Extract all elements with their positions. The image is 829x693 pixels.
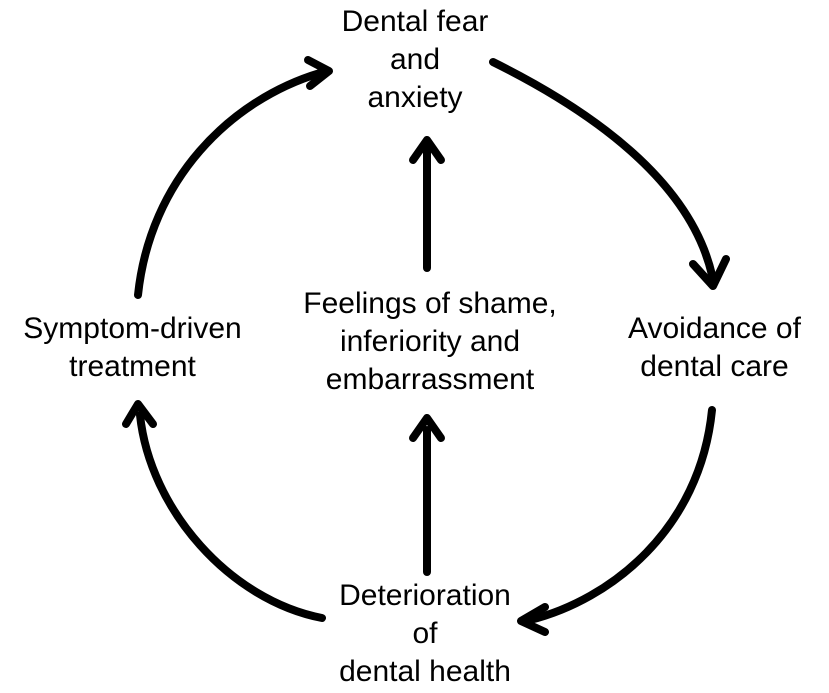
node-dental-fear-line2: and (389, 43, 441, 76)
arc-fear-to-avoidance (489, 58, 716, 279)
arrowhead-center-to-fear (409, 136, 445, 164)
arrowhead-avoidance (689, 255, 730, 290)
node-deterioration-line1: Deterioration (339, 579, 511, 612)
node-deterioration-line2: of (412, 617, 438, 650)
node-avoidance: Avoidance of dental care (600, 310, 829, 386)
node-symptom-driven-line1: Symptom-driven (23, 312, 242, 345)
node-feelings-line2: inferiority and (339, 325, 521, 358)
node-feelings-line3: embarrassment (325, 363, 535, 396)
arrowhead-symptom (122, 400, 157, 428)
arrowhead-fear (304, 56, 333, 90)
arrowhead-deterioration (517, 603, 549, 636)
node-avoidance-line2: dental care (640, 350, 789, 383)
arc-avoidance-to-deterioration (526, 406, 716, 624)
node-deterioration-line3: dental health (339, 655, 511, 688)
node-feelings-line1: Feelings of shame, (303, 287, 557, 320)
node-dental-fear-line1: Dental fear (341, 5, 489, 38)
node-dental-fear: Dental fear and anxiety (315, 3, 515, 117)
node-symptom-driven: Symptom-driven treatment (0, 310, 265, 386)
node-dental-fear-line3: anxiety (367, 81, 463, 114)
node-symptom-driven-line2: treatment (69, 350, 196, 383)
arc-symptom-to-fear (134, 69, 324, 299)
node-avoidance-line1: Avoidance of (628, 312, 801, 345)
node-feelings: Feelings of shame, inferiority and embar… (270, 285, 590, 399)
node-deterioration: Deterioration of dental health (300, 577, 550, 691)
arc-deterioration-to-symptom (136, 411, 326, 622)
arrowhead-deterioration-to-center (409, 414, 445, 442)
